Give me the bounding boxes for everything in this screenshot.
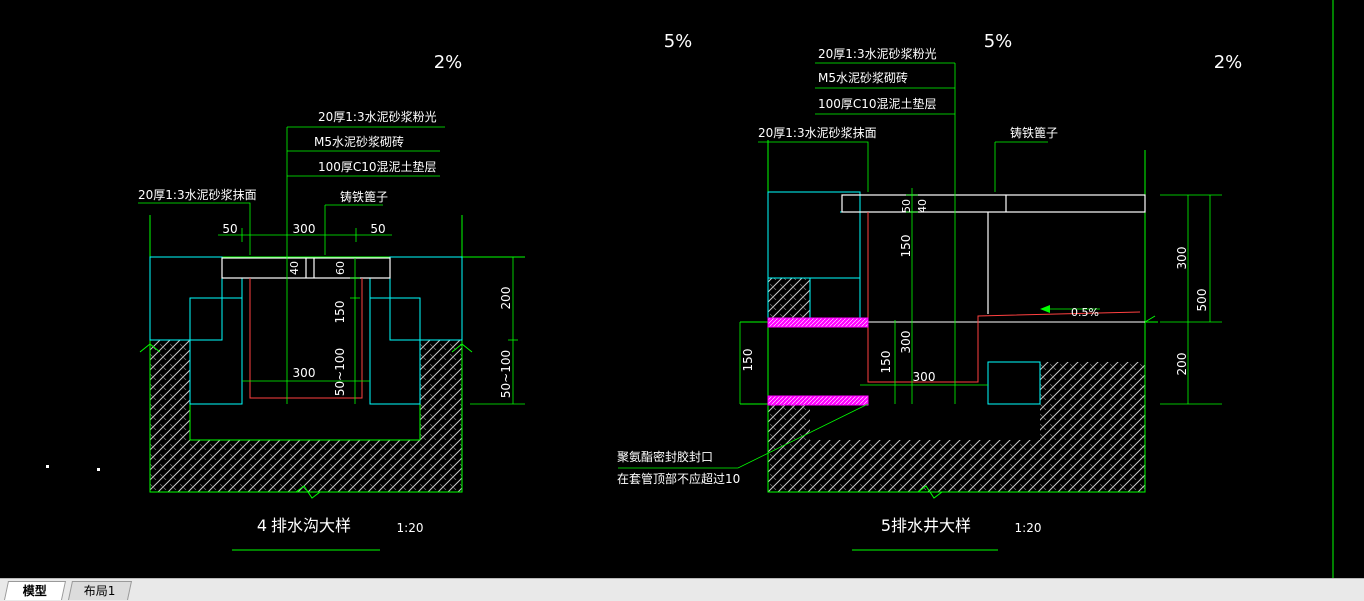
dim2-slope-pipe: 0.5% [1071,306,1099,319]
layout-tab-bar: 模型 布局1 [0,578,1364,601]
note2-grate: 铸铁篦子 [1010,125,1058,140]
note-plaster: 20厚1:3水泥砂浆粉光 [318,109,437,124]
dim2-150-left: 150 [741,349,755,372]
dims-1 [138,126,525,405]
slope-arrow-2 [1040,305,1100,313]
lining-1 [249,278,363,399]
dim2-150-upper: 150 [899,235,913,258]
drawing-1-title: 排水沟大样 [271,516,351,535]
dim-300-top: 300 [293,222,316,236]
dim-150: 150 [333,301,347,324]
drawing-1-scale: 1:20 [397,521,424,535]
dims-2 [618,62,1222,469]
cad-model-space[interactable]: 2% 20厚1:3水泥砂浆粉光 M5水泥砂浆砌砖 100厚C10混泥土垫层 20… [0,0,1364,578]
pipe-seal-bottom [767,395,869,406]
dim-50-100-inner: 50~100 [333,348,347,396]
dim-50-left: 50 [222,222,237,236]
drawing-2-scale: 1:20 [1015,521,1042,535]
slope-label-2a: 5% [664,31,693,52]
drawing-1-drain-ditch[interactable]: 2% 20厚1:3水泥砂浆粉光 M5水泥砂浆砌砖 100厚C10混泥土垫层 20… [138,52,525,551]
dim2-50: 50 [900,199,913,213]
stray-marks [46,465,100,471]
tab-layout1-label: 布局1 [83,584,116,598]
note2-brick: M5水泥砂浆砌砖 [818,70,908,85]
dim2-150-mid: 150 [879,351,893,374]
drawing-2-drain-well[interactable]: 5% 5% 2% 20厚1:3水泥砂浆粉光 M5水泥砂浆砌砖 100厚C10混泥… [617,31,1243,551]
dim-40: 40 [288,261,301,275]
dim2-300-right: 300 [1175,247,1189,270]
slope-label-2b: 5% [984,31,1013,52]
note2-side-plaster: 20厚1:3水泥砂浆抹面 [758,125,877,140]
grate-2 [768,194,1146,323]
slope-label-1: 2% [434,52,463,73]
dim2-40: 40 [916,199,929,213]
tab-model[interactable]: 模型 [3,581,67,600]
note-brick: M5水泥砂浆砌砖 [314,134,404,149]
note2-plaster: 20厚1:3水泥砂浆粉光 [818,46,937,61]
tab-layout1[interactable]: 布局1 [67,581,133,600]
pipe-seal-top [767,317,869,328]
drawing-1-number: 4 [257,516,267,535]
note2-cushion: 100厚C10混泥土垫层 [818,96,937,111]
drawing-2-title: 排水井大样 [891,516,971,535]
dim2-200: 200 [1175,353,1189,376]
dim-300-bottom: 300 [293,366,316,380]
dim-50-right: 50 [370,222,385,236]
slope-label-2c: 2% [1214,52,1243,73]
dim2-500: 500 [1195,289,1209,312]
dim2-300-mid: 300 [899,331,913,354]
dim-50-100-outer: 50~100 [499,350,513,398]
soil-hatch-1 [149,339,463,493]
soil-hatch-2 [767,277,1145,492]
tab-model-label: 模型 [22,584,47,598]
note-side-plaster: 20厚1:3水泥砂浆抹面 [138,187,257,202]
note-cushion: 100厚C10混泥土垫层 [318,159,437,174]
dim2-300-bottom: 300 [913,370,936,384]
dim-60: 60 [334,261,347,275]
note-grate: 铸铁篦子 [340,189,388,204]
seal-note-line1: 聚氨酯密封胶封口 [617,449,713,464]
seal-note-line2: 在套管顶部不应超过10 [617,471,740,486]
walls-1 [149,256,463,405]
drawing-2-number: 5 [881,516,891,535]
grate-1 [221,257,391,279]
dim-200: 200 [499,287,513,310]
